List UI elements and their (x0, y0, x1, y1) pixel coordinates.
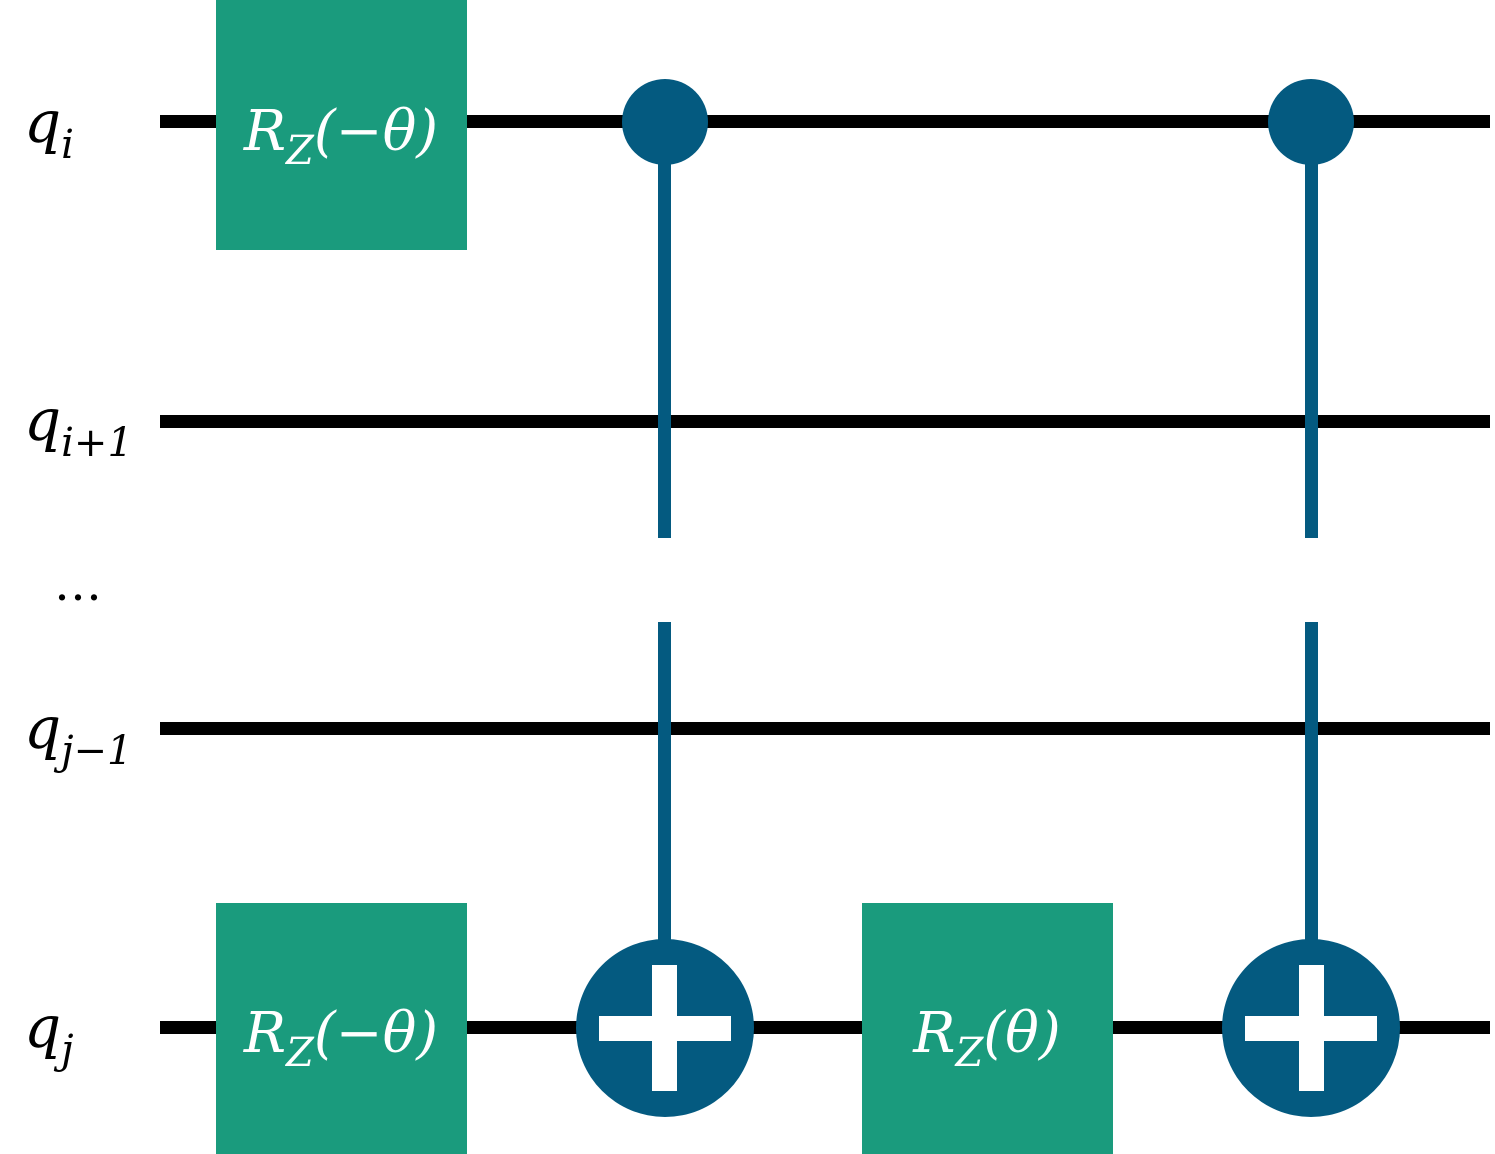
control-line-upper (1305, 122, 1318, 538)
rz-gate-label: RZ(θ) (912, 1001, 1060, 1076)
wire-q-i (160, 115, 1490, 128)
control-line-lower (1305, 622, 1318, 952)
cnot-gate-first (576, 79, 754, 1117)
qubit-labels: qi qi+1 … qj−1 qj (24, 88, 133, 1073)
qubit-label-q-j-minus-1: qj−1 (24, 694, 133, 774)
qubit-label-q-i: qi (24, 88, 74, 168)
plus-icon-vertical (1299, 965, 1324, 1091)
qubit-label-q-i-plus-1: qi+1 (24, 386, 133, 466)
rz-gate-q-i: RZ(−θ) (216, 0, 467, 250)
plus-icon-vertical (652, 965, 677, 1091)
rz-gate-box (862, 903, 1113, 1154)
rz-gate-box (216, 903, 467, 1154)
rz-gate-q-j-first: RZ(−θ) (216, 903, 467, 1154)
control-dot (1268, 79, 1354, 165)
rz-gate-box (216, 0, 467, 250)
qubit-label-q-j: qj (24, 993, 74, 1073)
rz-gate-label: RZ(−θ) (243, 99, 438, 174)
control-line-lower (658, 622, 671, 952)
wire-q-j-minus-1 (160, 722, 1490, 735)
qubit-wires (160, 115, 1490, 1034)
control-line-upper (658, 122, 671, 538)
cnot-gate-second (1222, 79, 1400, 1117)
ellipsis-label: … (54, 556, 102, 612)
wire-q-i-plus-1 (160, 415, 1490, 428)
rz-gate-q-j-second: RZ(θ) (862, 903, 1113, 1154)
wire-q-j (160, 1021, 1490, 1034)
control-dot (622, 79, 708, 165)
rz-gate-label: RZ(−θ) (243, 1001, 438, 1076)
